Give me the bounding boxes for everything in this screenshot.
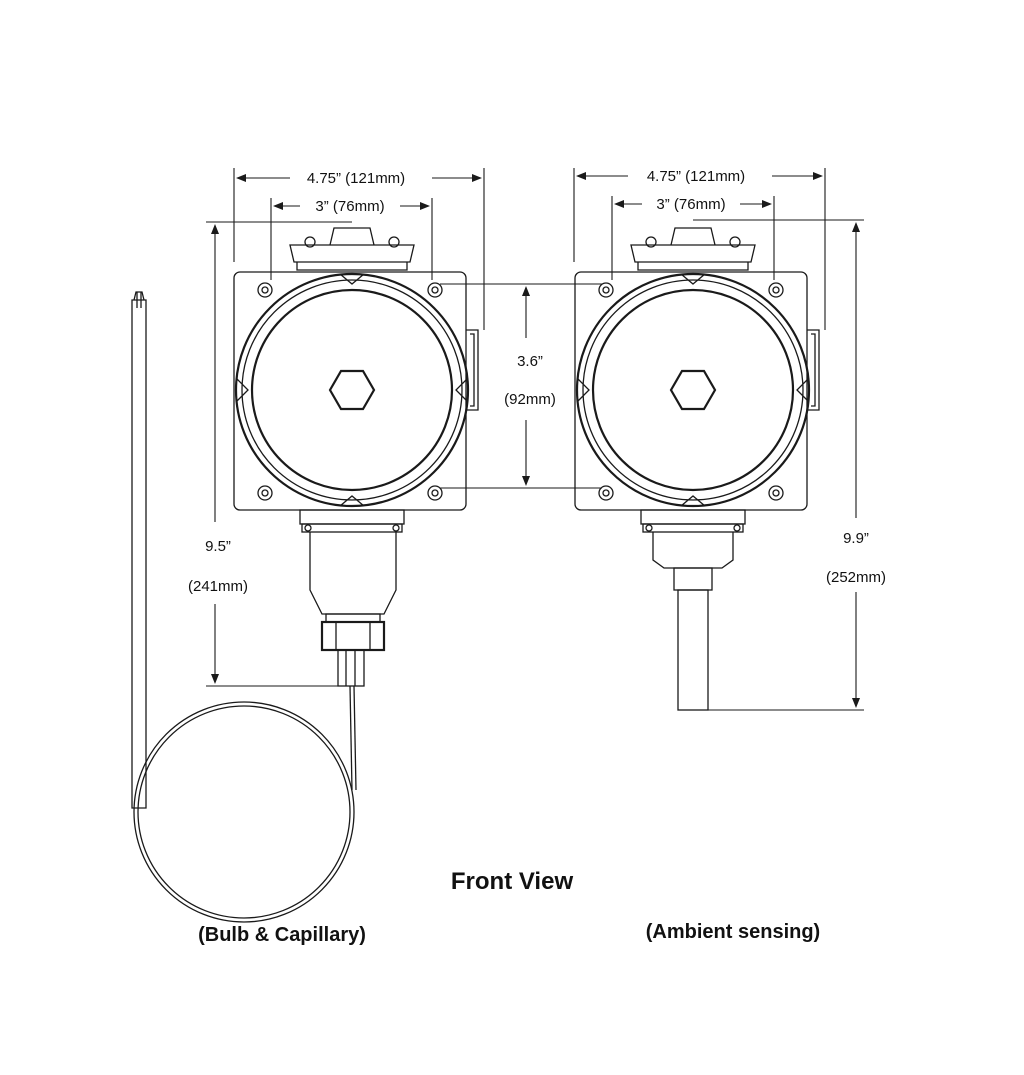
left-dimensions: 4.75” (121mm) 3” (76mm) 9.5” (241mm) 3.6… xyxy=(188,168,602,687)
left-unit-bulb-capillary xyxy=(131,226,480,923)
left-width-mounting: 3” (76mm) xyxy=(315,198,384,215)
right-dimensions: 4.75” (121mm) 3” (76mm) 9.9” (252mm) xyxy=(573,168,886,711)
left-width-overall: 4.75” (121mm) xyxy=(307,170,405,187)
right-caption: (Ambient sensing) xyxy=(646,921,820,943)
left-height-overall-mm: (241mm) xyxy=(188,578,248,595)
right-width-overall: 4.75” (121mm) xyxy=(647,168,745,185)
left-height-overall-in: 9.5” xyxy=(205,538,231,555)
right-width-mounting: 3” (76mm) xyxy=(656,196,725,213)
left-height-mounting-in: 3.6” xyxy=(517,353,543,370)
right-unit-ambient-sensing xyxy=(573,226,821,711)
right-height-overall-mm: (252mm) xyxy=(826,569,886,586)
right-height-overall-in: 9.9” xyxy=(843,530,869,547)
left-caption: (Bulb & Capillary) xyxy=(198,924,366,946)
drawing-title: Front View xyxy=(451,868,574,895)
left-height-mounting-mm: (92mm) xyxy=(504,391,556,408)
